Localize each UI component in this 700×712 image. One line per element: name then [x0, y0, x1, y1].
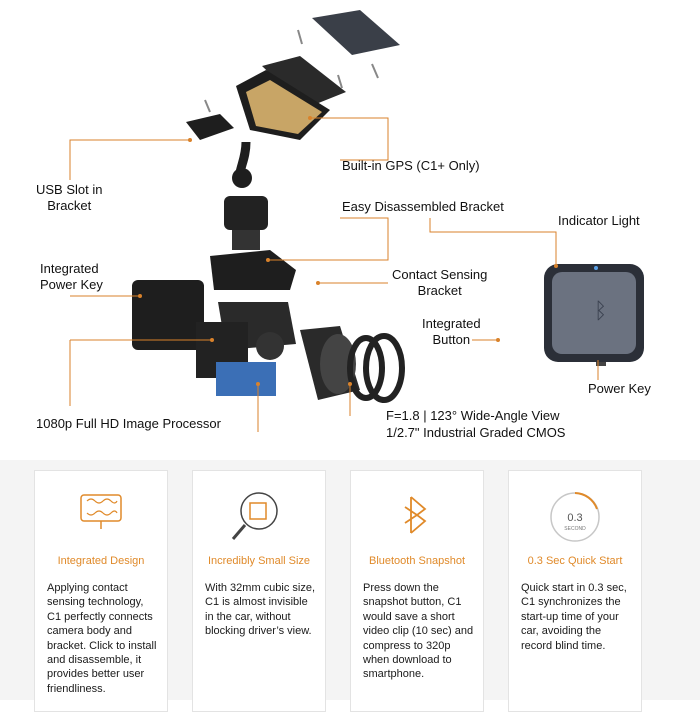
ball-joint [232, 168, 252, 188]
timer-value: 0.3 [567, 512, 582, 524]
cmos-sensor [216, 362, 276, 396]
callout-cmos: 1/2.7" Industrial Graded CMOS [386, 425, 566, 440]
callout-usb-slot: USB Slot in Bracket [36, 182, 102, 214]
callout-power-key-left-label: Integrated Power Key [40, 261, 103, 292]
card-title: Bluetooth Snapshot [368, 555, 466, 567]
bluetooth-icon [404, 496, 427, 534]
callout-integrated-button-label: Integrated Button [422, 316, 481, 347]
callout-lens: F=1.8 | 123° Wide-Angle View [386, 408, 560, 423]
card-title: Incredibly Small Size [207, 555, 311, 567]
card-title: 0.3 Sec Quick Start [527, 555, 623, 567]
camera-face [552, 272, 636, 354]
bracket-icon [80, 494, 122, 529]
gps-brass-face [246, 80, 322, 134]
callout-processor: 1080p Full HD Image Processor [36, 416, 221, 431]
screw [337, 74, 343, 89]
magnifier-cube-icon [231, 492, 278, 540]
feature-cards: Integrated Design Applying contact sensi… [0, 460, 700, 712]
callout-power-key-left: Integrated Power Key [40, 261, 103, 293]
screw [204, 99, 211, 113]
camera-cube [132, 280, 204, 350]
callout-dots [138, 116, 558, 386]
callout-usb-slot-label: USB Slot in Bracket [36, 182, 103, 213]
feature-card-small-size: Incredibly Small Size With 32mm cubic si… [192, 470, 326, 712]
bracket-mount [210, 250, 296, 290]
callout-gps: Built-in GPS (C1+ Only) [342, 158, 480, 173]
lens-ring [363, 333, 405, 403]
card-body: Press down the snapshot button, C1 would… [363, 582, 474, 681]
callout-power-key-right: Power Key [588, 381, 651, 396]
screw [297, 29, 303, 45]
screw [371, 63, 379, 79]
knob-stem [232, 230, 260, 250]
feature-card-bluetooth: Bluetooth Snapshot Press down the snapsh… [350, 470, 484, 712]
callout-contact-bracket-label: Contact Sensing Bracket [392, 267, 488, 298]
card-body: With 32mm cubic size, C1 is almost invis… [205, 582, 316, 638]
lens-barrel [256, 332, 284, 360]
callout-integrated-button: Integrated Button [422, 316, 481, 348]
knob [224, 196, 268, 230]
card-body: Applying contact sensing technology, C1 … [47, 582, 157, 695]
bluetooth-mark: ᛒ [594, 299, 607, 324]
card-title: Integrated Design [57, 555, 145, 567]
camera-exploded-illustration: ᛒ [69, 10, 644, 432]
card-body: Quick start in 0.3 sec, C1 synchronizes … [521, 582, 627, 652]
callout-contact-bracket: Contact Sensing Bracket [392, 267, 487, 299]
timer-unit: SECOND [564, 526, 586, 532]
callout-easy-bracket: Easy Disassembled Bracket [342, 199, 504, 214]
lens-glass [320, 334, 356, 394]
gps-plate [262, 56, 346, 108]
adhesive-plate [312, 10, 400, 55]
exploded-diagram: ᛒ US [36, 10, 651, 440]
power-key-nub [596, 362, 606, 366]
feature-card-integrated-design: Integrated Design Applying contact sensi… [34, 470, 168, 712]
indicator-light-dot [594, 266, 598, 270]
feature-card-quick-start: 0.3 SECOND 0.3 Sec Quick Start Quick sta… [508, 470, 642, 712]
callout-lines [69, 117, 599, 432]
timer-icon: 0.3 SECOND [550, 492, 600, 542]
lens-ring [347, 335, 385, 401]
usb-slot-piece [186, 114, 234, 140]
callout-indicator-light: Indicator Light [558, 213, 640, 228]
